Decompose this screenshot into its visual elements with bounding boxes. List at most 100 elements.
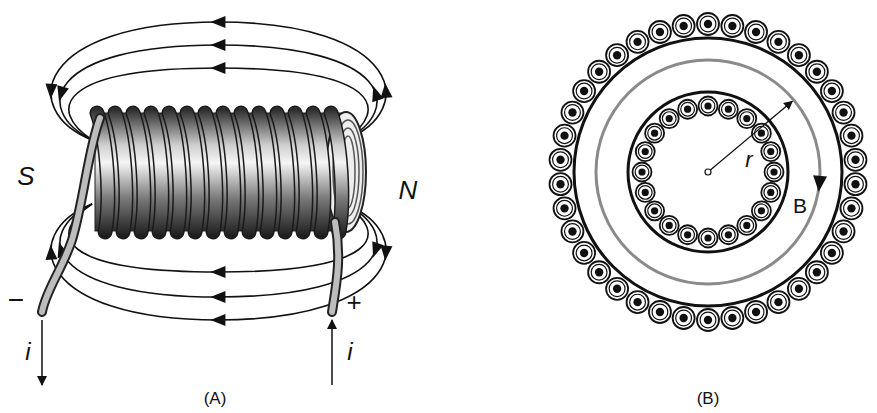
terminal-sign: − [8, 286, 24, 314]
wire-out-of-page [752, 201, 771, 220]
wire-out-of-page [833, 102, 855, 124]
terminal-sign: + [346, 289, 361, 315]
wire-out-of-page [721, 307, 743, 329]
winding [259, 113, 270, 232]
field-arrowhead [210, 291, 225, 303]
winding [205, 113, 216, 232]
wire-out-of-page [554, 125, 576, 147]
wire-out-of-page [627, 291, 649, 313]
wire-out-of-page [806, 261, 828, 283]
winding [241, 113, 252, 232]
center-point [705, 169, 711, 175]
wire-out-of-page [673, 307, 695, 329]
current-label: i [25, 340, 30, 364]
wire-out-of-page [767, 291, 789, 313]
wire-out-of-page [573, 80, 595, 102]
wire-out-of-page [588, 261, 610, 283]
wire-out-of-page [699, 97, 718, 116]
field-arrowhead [381, 245, 393, 260]
wire-out-of-page [737, 109, 756, 128]
wire-out-of-page [761, 142, 780, 161]
winding [133, 113, 144, 232]
current-arrow [41, 320, 43, 385]
panel-label: (B) [697, 390, 720, 407]
winding-edge [223, 113, 234, 232]
wire-out-of-page [649, 21, 671, 43]
wire-out-of-page [550, 149, 572, 171]
wire-out-of-page [561, 220, 583, 242]
winding [313, 113, 324, 232]
field-circle [596, 60, 820, 284]
toroid-section [550, 13, 867, 331]
winding-edge [259, 113, 270, 232]
wire-out-of-page [627, 31, 649, 53]
field-arrowhead [372, 241, 383, 257]
wire-out-of-page [719, 225, 738, 244]
winding-edge [331, 113, 342, 232]
wire-out-of-page [561, 102, 583, 124]
winding-edge [115, 113, 126, 232]
wire-out-of-page [633, 163, 652, 182]
wire-out-of-page [678, 100, 697, 119]
winding-edge [313, 113, 324, 232]
winding-edge [241, 113, 252, 232]
field-arrowhead [210, 314, 225, 326]
coil-body [95, 113, 345, 231]
wire-out-of-page [840, 197, 862, 219]
inner-wall [628, 92, 788, 252]
field-lines [45, 16, 392, 326]
winding-edge [151, 113, 162, 232]
lead-wire [42, 118, 100, 312]
wire-out-of-page [697, 13, 719, 35]
winding [151, 113, 162, 232]
wire-out-of-page [697, 309, 719, 331]
wire-out-of-page [673, 15, 695, 37]
wire-out-of-page [767, 31, 789, 53]
solenoid-coil [95, 112, 366, 232]
wire-out-of-page [699, 229, 718, 248]
wire-out-of-page [636, 142, 655, 161]
wire-out-of-page [821, 242, 843, 264]
winding-edge [205, 113, 216, 232]
field-arrowhead [813, 175, 827, 192]
lead-wire [332, 222, 338, 312]
winding [115, 113, 126, 232]
winding [187, 113, 198, 232]
wire-out-of-page [550, 173, 572, 195]
wire-out-of-page [606, 278, 628, 300]
wire-out-of-page [660, 216, 679, 235]
wire-out-of-page [840, 125, 862, 147]
wire-out-of-page [636, 183, 655, 202]
winding [331, 113, 342, 232]
pole-label: S [17, 163, 34, 189]
current-arrow [331, 320, 333, 385]
coil-leads [42, 118, 338, 385]
wire-out-of-page [844, 173, 866, 195]
radius-arrow [708, 101, 792, 172]
wire-out-of-page [765, 163, 784, 182]
winding-edge [187, 113, 198, 232]
field-arrowhead [210, 16, 225, 28]
panel-label: (A) [204, 390, 227, 407]
field-arrowhead [380, 83, 392, 98]
coil-opening [326, 112, 366, 232]
current-label: i [347, 340, 352, 364]
winding-edge [169, 113, 180, 232]
pole-label: N [399, 177, 418, 203]
wire-out-of-page [588, 61, 610, 83]
wire-out-of-page [833, 220, 855, 242]
wire-out-of-page [745, 301, 767, 323]
wire-out-of-page [645, 124, 664, 143]
field-label: B [793, 195, 807, 216]
winding-edge [295, 113, 306, 232]
lead-wire [42, 118, 100, 312]
wire-out-of-page [645, 201, 664, 220]
field-arrowhead [57, 85, 69, 101]
winding-edge [133, 113, 144, 232]
field-arrowhead [372, 86, 383, 102]
lead-wire [332, 222, 338, 312]
field-arrowhead [45, 245, 57, 260]
field-arrowhead [210, 266, 225, 278]
